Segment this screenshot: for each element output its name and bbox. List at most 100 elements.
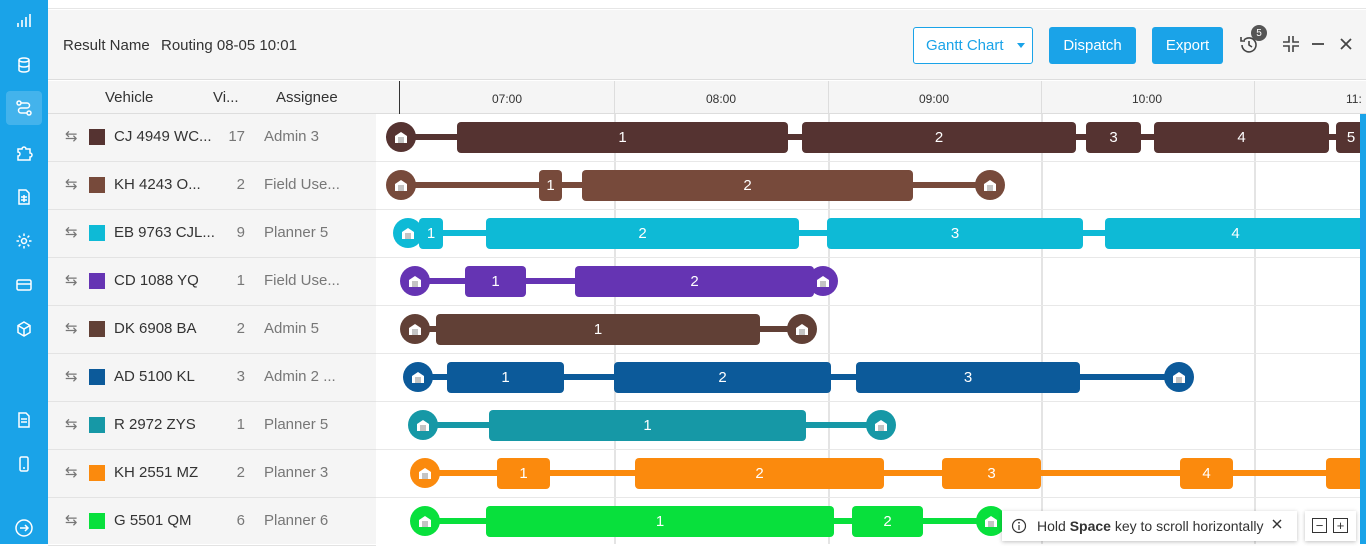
puzzle-icon[interactable]	[12, 141, 36, 165]
routes-icon[interactable]	[6, 91, 42, 125]
gantt-gridline	[1041, 114, 1043, 544]
visit-bar[interactable]: 3	[827, 218, 1083, 249]
depot-icon[interactable]	[400, 266, 430, 296]
vehicle-color-swatch	[89, 273, 105, 289]
depot-icon[interactable]	[808, 266, 838, 296]
vehicle-color-swatch	[89, 369, 105, 385]
collapse-icon[interactable]	[1281, 34, 1301, 54]
mobile-icon[interactable]	[12, 452, 36, 476]
gantt-row-divider	[376, 161, 1366, 162]
expand-icon[interactable]	[12, 516, 36, 540]
vertical-scrollbar[interactable]	[1360, 114, 1366, 544]
swap-icon[interactable]: ⇆	[65, 128, 78, 145]
visit-bar[interactable]: 4	[1180, 458, 1233, 489]
cube-icon[interactable]	[12, 317, 36, 341]
gantt-row-divider	[376, 305, 1366, 306]
vehicle-name: CD 1088 YQ	[114, 272, 199, 289]
card-icon[interactable]	[12, 273, 36, 297]
visit-bar[interactable]	[1326, 458, 1366, 489]
zoom-in-button[interactable]: +	[1333, 518, 1348, 533]
swap-icon[interactable]: ⇆	[65, 176, 78, 193]
vehicle-name: R 2972 ZYS	[114, 416, 196, 433]
vehicle-name: KH 2551 MZ	[114, 464, 199, 481]
depot-icon[interactable]	[393, 218, 423, 248]
visit-bar[interactable]: 2	[635, 458, 884, 489]
visit-bar[interactable]: 4	[1105, 218, 1366, 249]
visit-bar[interactable]: 1	[457, 122, 788, 153]
depot-icon[interactable]	[976, 506, 1006, 536]
visit-bar[interactable]: 1	[419, 218, 443, 249]
gantt-row-divider	[376, 401, 1366, 402]
column-header-vehicle[interactable]: Vehicle	[105, 89, 154, 106]
visit-bar[interactable]: 1	[497, 458, 550, 489]
visit-bar[interactable]: 1	[465, 266, 526, 297]
visit-bar[interactable]: 1	[486, 506, 834, 537]
document-icon[interactable]	[12, 408, 36, 432]
depot-icon[interactable]	[787, 314, 817, 344]
export-button[interactable]: Export	[1152, 27, 1223, 64]
visit-bar[interactable]: 2	[852, 506, 923, 537]
visit-bar[interactable]: 4	[1154, 122, 1329, 153]
visit-bar[interactable]: 3	[856, 362, 1080, 393]
close-hint-icon[interactable]	[1270, 517, 1284, 534]
swap-icon[interactable]: ⇆	[65, 416, 78, 433]
visit-bar[interactable]: 3	[942, 458, 1041, 489]
swap-icon[interactable]: ⇆	[65, 320, 78, 337]
spreadsheet-icon[interactable]	[12, 185, 36, 209]
visit-bar[interactable]: 1	[436, 314, 760, 345]
swap-icon[interactable]: ⇆	[65, 464, 78, 481]
depot-icon[interactable]	[403, 362, 433, 392]
depot-icon[interactable]	[400, 314, 430, 344]
depot-icon[interactable]	[386, 122, 416, 152]
visit-count: 1	[236, 272, 245, 289]
depot-icon[interactable]	[410, 458, 440, 488]
depot-icon[interactable]	[866, 410, 896, 440]
visit-bar[interactable]: 2	[486, 218, 799, 249]
visit-bar[interactable]: 2	[582, 170, 913, 201]
time-tick-label: 11:	[1346, 92, 1362, 106]
swap-icon[interactable]: ⇆	[65, 368, 78, 385]
depot-icon[interactable]	[386, 170, 416, 200]
column-header-assignee[interactable]: Assignee	[276, 89, 338, 106]
time-tick-label: 09:00	[919, 92, 950, 106]
depot-icon[interactable]	[410, 506, 440, 536]
swap-icon[interactable]: ⇆	[65, 224, 78, 241]
swap-icon[interactable]: ⇆	[65, 272, 78, 289]
visit-bar[interactable]: 1	[489, 410, 806, 441]
dispatch-button[interactable]: Dispatch	[1049, 27, 1136, 64]
gantt-row-divider	[376, 449, 1366, 450]
visit-bar[interactable]: 1	[447, 362, 564, 393]
depot-icon[interactable]	[1164, 362, 1194, 392]
settings-icon[interactable]	[12, 229, 36, 253]
view-select-dropdown[interactable]: Gantt Chart	[913, 27, 1033, 64]
depot-icon[interactable]	[408, 410, 438, 440]
assignee-name: Admin 2 ...	[264, 368, 336, 385]
swap-icon[interactable]: ⇆	[65, 512, 78, 529]
history-icon[interactable]	[1238, 34, 1260, 56]
visit-bar[interactable]: 1	[539, 170, 562, 201]
visit-bar[interactable]: 2	[802, 122, 1076, 153]
visit-bar[interactable]: 3	[1086, 122, 1141, 153]
column-header-visits[interactable]: Vi...	[213, 89, 239, 106]
depot-icon[interactable]	[975, 170, 1005, 200]
chart-icon[interactable]	[12, 9, 36, 33]
visit-bar[interactable]: 2	[575, 266, 814, 297]
minimize-icon[interactable]	[1308, 34, 1328, 54]
visit-count: 6	[236, 512, 245, 529]
zoom-out-button[interactable]: −	[1312, 518, 1327, 533]
assignee-name: Planner 6	[264, 512, 329, 529]
database-icon[interactable]	[12, 53, 36, 77]
close-icon[interactable]	[1336, 34, 1356, 54]
visit-bar[interactable]: 2	[614, 362, 831, 393]
